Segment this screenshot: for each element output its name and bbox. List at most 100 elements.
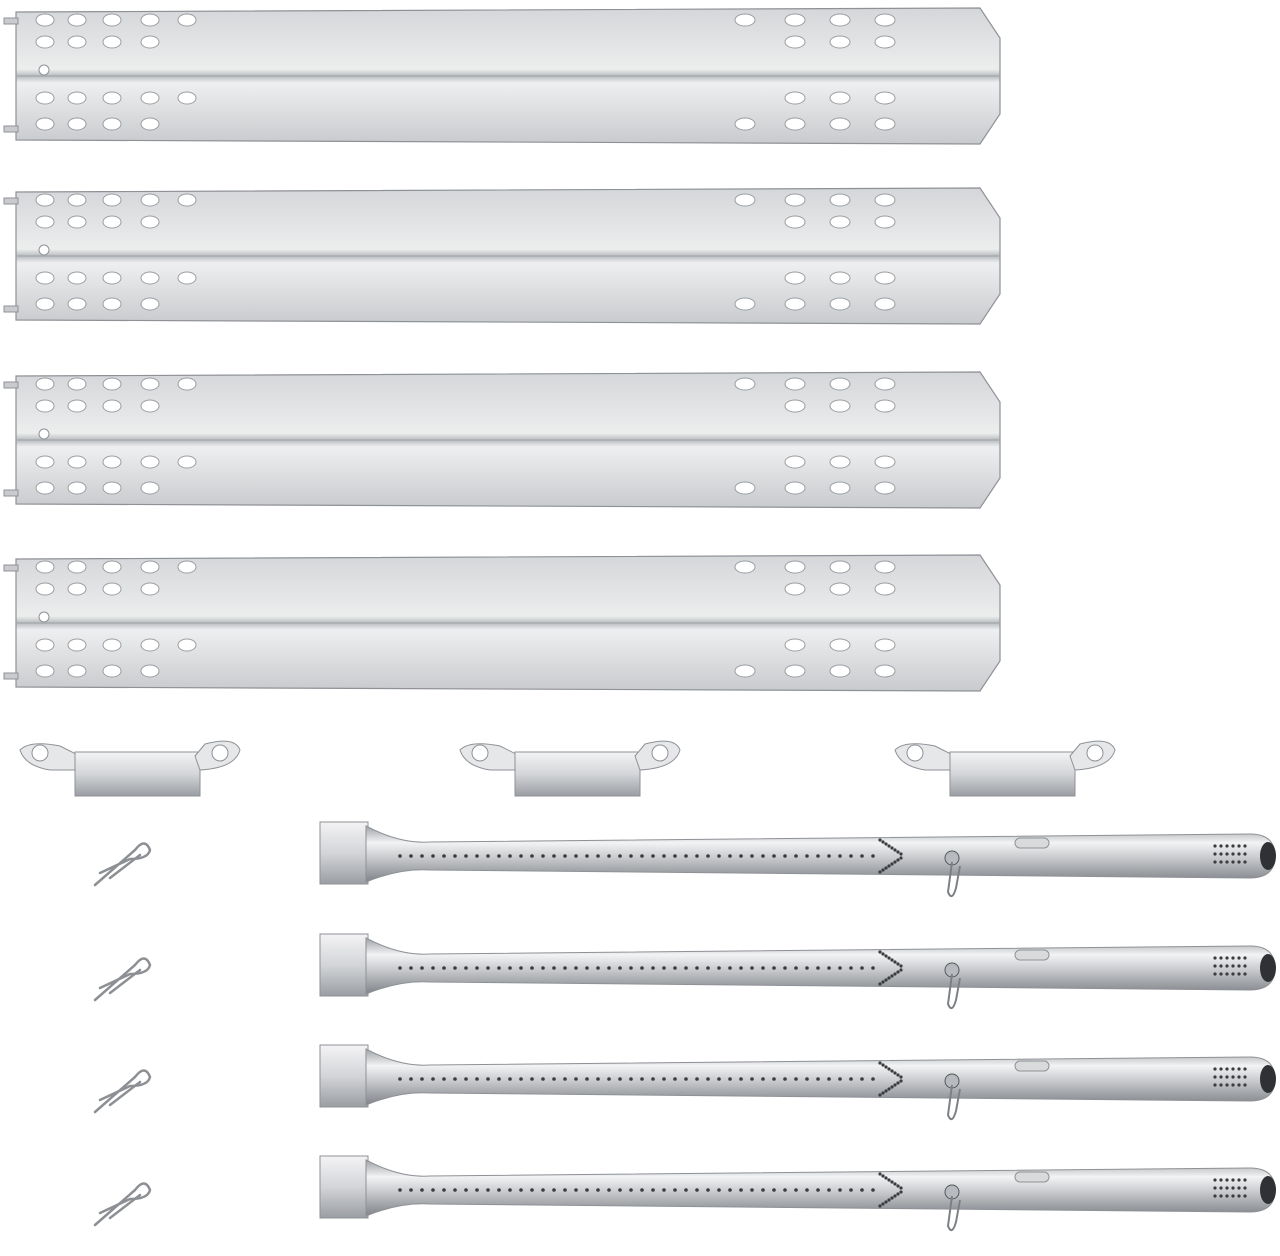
burner-port <box>750 966 754 970</box>
burner-port <box>1237 852 1241 856</box>
burner-slot <box>1014 1060 1050 1072</box>
burner-port <box>618 966 622 970</box>
burner-port <box>878 870 882 874</box>
burner-port <box>1231 1067 1235 1071</box>
burner-port <box>717 1077 721 1081</box>
burner-port <box>1243 956 1247 960</box>
burner-port <box>893 972 897 976</box>
burner-port <box>887 1198 891 1202</box>
burner-port <box>890 1069 894 1073</box>
burner-port <box>827 1188 831 1192</box>
burner-port <box>816 854 820 858</box>
vent-hole <box>140 13 160 27</box>
burner-port <box>1237 964 1241 968</box>
burner-port <box>1243 1075 1247 1079</box>
vent-hole <box>177 455 197 469</box>
burner-port <box>783 1188 787 1192</box>
burner-port <box>673 1188 677 1192</box>
vent-hole <box>102 560 122 574</box>
burner-port <box>1213 1194 1217 1198</box>
burner-port <box>1225 852 1229 856</box>
vent-hole <box>140 638 160 652</box>
vent-hole <box>829 560 851 574</box>
burner-port <box>640 854 644 858</box>
vent-hole <box>67 91 87 105</box>
vent-hole <box>784 638 806 652</box>
burner-port <box>881 1174 885 1178</box>
burner-port <box>1237 1178 1241 1182</box>
burner-port <box>497 966 501 970</box>
burner-port <box>1237 1067 1241 1071</box>
burner-port <box>673 1077 677 1081</box>
plate-tab <box>3 489 19 497</box>
tube-bracket-left <box>459 743 521 771</box>
burner-port <box>1243 1186 1247 1190</box>
vent-hole <box>734 297 756 311</box>
burner-port <box>563 854 567 858</box>
burner-port <box>519 966 523 970</box>
vent-hole <box>829 377 851 391</box>
burner-port <box>1213 1075 1217 1079</box>
vent-hole <box>35 455 55 469</box>
burner-port <box>887 1067 891 1071</box>
vent-hole <box>784 560 806 574</box>
heat-plates-group <box>3 7 1001 692</box>
burner-port <box>508 1188 512 1192</box>
burner-port <box>1243 844 1247 848</box>
vent-hole <box>102 297 122 311</box>
burner-port <box>464 1188 468 1192</box>
burner-port <box>881 840 885 844</box>
burner-port <box>475 854 479 858</box>
vent-hole <box>829 215 851 229</box>
burner-port <box>890 846 894 850</box>
crossover-tube <box>459 740 681 797</box>
burner-port <box>640 1188 644 1192</box>
vent-hole <box>67 377 87 391</box>
burner-port <box>794 1077 798 1081</box>
crossover-tube <box>19 740 241 797</box>
vent-hole <box>177 638 197 652</box>
vent-hole <box>177 271 197 285</box>
burner-port <box>684 1188 688 1192</box>
burner-port <box>1237 972 1241 976</box>
burner-port <box>442 1188 446 1192</box>
burner-port <box>816 966 820 970</box>
burner-port <box>1219 1194 1223 1198</box>
burner <box>319 1044 1276 1121</box>
burner-port <box>739 854 743 858</box>
burner-port <box>890 1196 894 1200</box>
burner-port <box>618 1077 622 1081</box>
burner-port <box>717 854 721 858</box>
vent-hole <box>140 582 160 596</box>
burner-port <box>816 1188 820 1192</box>
vent-hole <box>67 271 87 285</box>
burner-port <box>706 966 710 970</box>
burner-port <box>1231 964 1235 968</box>
vent-hole <box>784 35 806 49</box>
burner-port <box>651 1077 655 1081</box>
vent-hole <box>874 560 896 574</box>
burner-port <box>728 1188 732 1192</box>
burner-port <box>739 1077 743 1081</box>
burner-port <box>684 966 688 970</box>
burner-port <box>1231 1178 1235 1182</box>
burner-port <box>1243 1083 1247 1087</box>
burner-port <box>409 966 413 970</box>
burner-port <box>475 1077 479 1081</box>
burner-port <box>890 1180 894 1184</box>
burner-port <box>684 854 688 858</box>
burner-port <box>896 850 900 854</box>
vent-hole <box>829 117 851 131</box>
vent-hole <box>177 377 197 391</box>
burner-port <box>486 1077 490 1081</box>
burner-port <box>896 1184 900 1188</box>
vent-hole <box>734 664 756 678</box>
plate-tab <box>3 305 19 313</box>
vent-hole <box>102 399 122 413</box>
vent-hole <box>874 455 896 469</box>
burner-port <box>541 966 545 970</box>
vent-hole <box>140 399 160 413</box>
burner-port <box>442 1077 446 1081</box>
burner-port <box>1225 1178 1229 1182</box>
